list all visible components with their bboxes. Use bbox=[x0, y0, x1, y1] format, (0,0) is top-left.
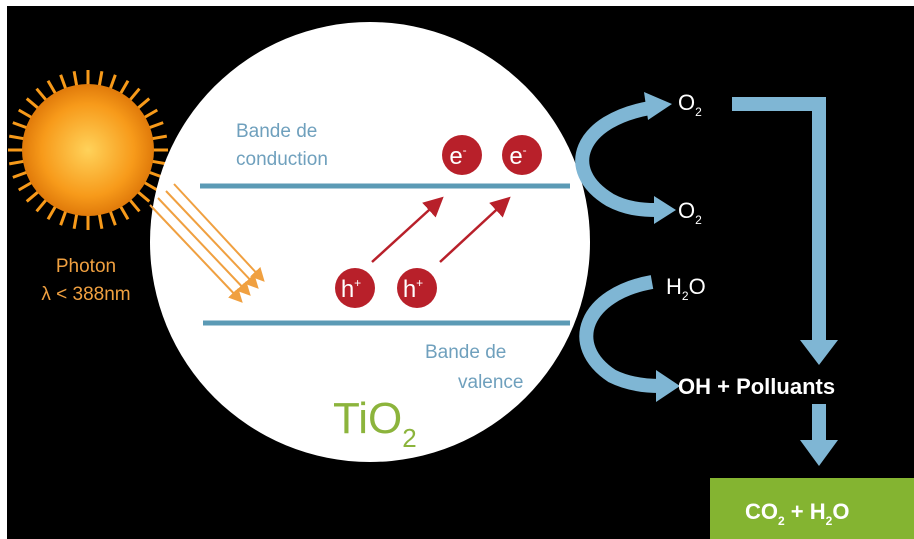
valence-band-label-1: Bande de bbox=[425, 342, 506, 363]
oxidation-arrowhead-bottom bbox=[656, 370, 680, 402]
hole-2: h+ bbox=[397, 268, 437, 308]
valence-band-label-2: valence bbox=[458, 372, 524, 393]
svg-text:e-: e- bbox=[449, 143, 466, 170]
oxidation-curve-arrow bbox=[579, 275, 661, 393]
top-border bbox=[0, 0, 914, 6]
svg-text:h+: h+ bbox=[403, 276, 423, 303]
reduction-arrowhead-top bbox=[644, 92, 672, 120]
photon-rays bbox=[149, 183, 265, 303]
tio2-label: TiO2 bbox=[333, 394, 417, 453]
final-products-label: CO2 + H2O bbox=[745, 499, 849, 528]
conduction-band-label-2: conduction bbox=[236, 149, 328, 170]
tio2-particle bbox=[150, 22, 590, 462]
o2-top-label: O2 bbox=[678, 90, 702, 119]
svg-text:h+: h+ bbox=[341, 276, 361, 303]
conduction-band-label-1: Bande de bbox=[236, 121, 317, 142]
wavelength-label: λ < 388nm bbox=[41, 284, 130, 305]
reduction-arrowhead-bottom bbox=[654, 196, 676, 224]
electron-1: e- bbox=[442, 135, 482, 175]
h2o-label: H2O bbox=[666, 274, 706, 303]
hole-1: h+ bbox=[335, 268, 375, 308]
o2-bottom-label: O2 bbox=[678, 198, 702, 227]
oh-pollutants-label: OH + Polluants bbox=[678, 374, 835, 399]
reduction-curve-arrow bbox=[575, 101, 657, 217]
flow-arrow bbox=[732, 97, 838, 466]
final-products-box bbox=[710, 478, 914, 539]
excitation-arrows bbox=[371, 196, 511, 263]
sun-icon bbox=[8, 70, 168, 230]
left-border bbox=[0, 0, 7, 539]
photon-label: Photon bbox=[56, 256, 116, 277]
svg-text:e-: e- bbox=[509, 143, 526, 170]
electron-2: e- bbox=[502, 135, 542, 175]
